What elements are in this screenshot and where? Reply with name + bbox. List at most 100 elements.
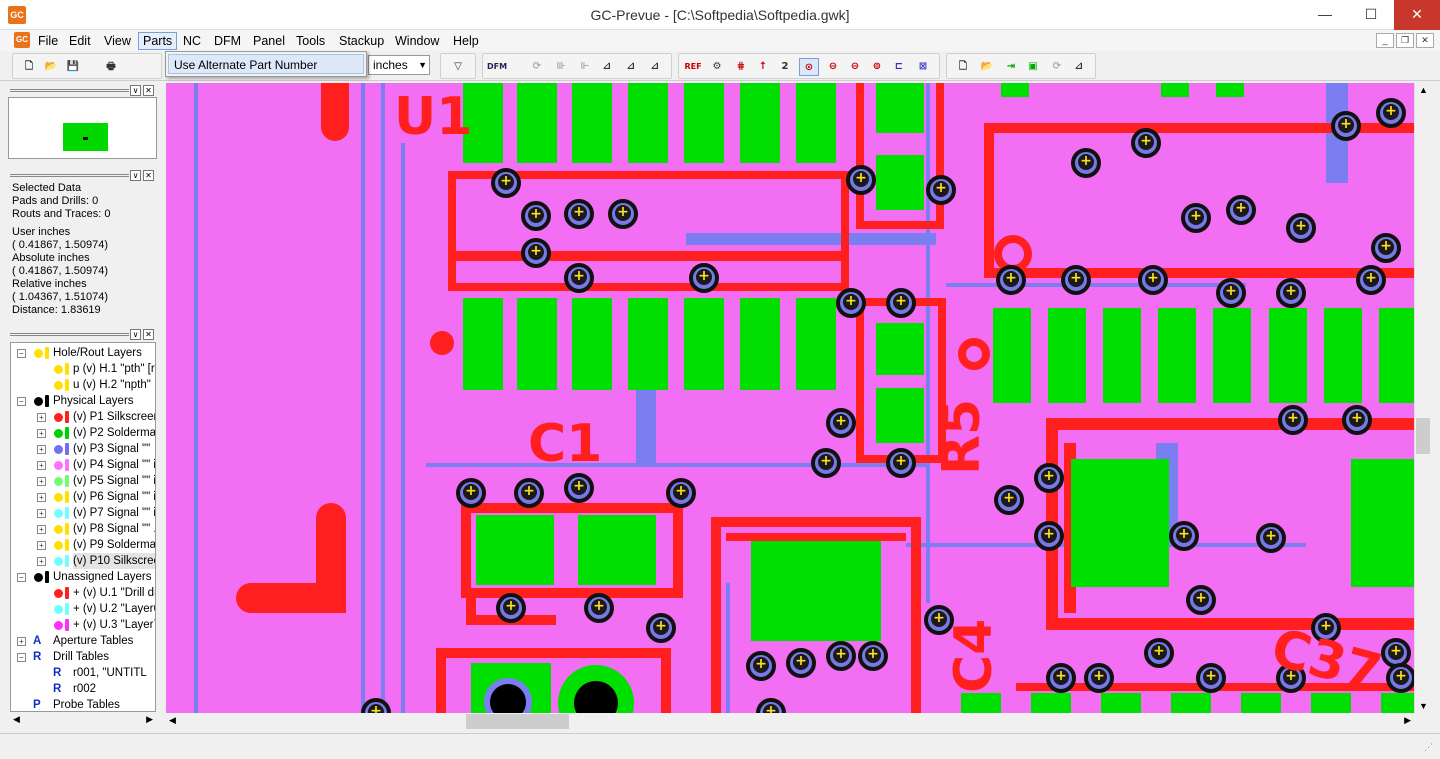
scroll-left-icon[interactable]: ◀ [169,715,176,725]
minimize-button[interactable]: — [1318,6,1332,22]
via[interactable] [1371,233,1401,263]
up-arrow-icon[interactable]: ↑ [758,61,768,72]
via[interactable] [1356,265,1386,295]
pad[interactable] [463,83,503,163]
tree-item[interactable]: +(v) P1 Silkscreen [11,409,155,425]
canvas-vertical-scrollbar[interactable]: ▲ ▼ [1414,83,1431,713]
panel-close-button[interactable]: ✕ [143,85,154,96]
pad-square-icon[interactable]: ⊏ [894,61,904,72]
pad[interactable] [993,308,1031,403]
measure-2-icon[interactable]: ⊿ [626,61,636,72]
pad[interactable] [796,83,836,163]
pad-fill-icon[interactable]: ⊚ [872,61,882,72]
via[interactable] [1046,663,1076,693]
pcb-canvas[interactable]: U1 C1 R5 C4 C37 [166,83,1414,713]
via[interactable] [1144,638,1174,668]
menu-file[interactable]: File [38,34,59,48]
measure-icon[interactable]: ⊿ [602,61,612,72]
via[interactable] [924,605,954,635]
maximize-button[interactable]: ☐ [1364,6,1378,22]
via[interactable] [756,698,786,713]
via[interactable] [826,641,856,671]
via[interactable] [996,265,1026,295]
via[interactable] [1376,98,1406,128]
board-preview-panel[interactable] [8,97,157,159]
pad-mode-icon[interactable]: ⊙ [799,58,819,76]
pad[interactable] [1101,693,1141,713]
via[interactable] [1256,523,1286,553]
new-file-icon[interactable]: 🗋 [24,61,34,72]
pad[interactable] [1048,308,1086,403]
pad[interactable] [517,83,557,163]
tree-item[interactable]: +(v) P8 Signal "" . [11,521,155,537]
pad[interactable] [1213,308,1251,403]
via[interactable] [1278,405,1308,435]
expand-icon[interactable]: + [37,509,46,518]
pad[interactable] [1379,308,1414,403]
pin-icon[interactable]: ⋕ [736,61,746,72]
tree-item[interactable]: +(v) P3 Signal "" [11,441,155,457]
units-select[interactable]: inches ▼ [368,55,430,75]
via[interactable] [456,478,486,508]
save-icon[interactable]: 💾 [66,61,80,72]
menu-tools[interactable]: Tools [296,34,326,48]
expand-icon[interactable]: + [37,461,46,470]
expand-icon[interactable]: + [37,429,46,438]
tree-item[interactable]: +(v) P10 Silkscree [11,553,155,569]
tree-item[interactable]: −Physical Layers [11,393,155,409]
mdi-close-button[interactable]: ✕ [1416,33,1434,48]
expand-icon[interactable]: + [37,541,46,550]
pad[interactable] [1311,693,1351,713]
via[interactable] [1181,203,1211,233]
via[interactable] [496,593,526,623]
print-preview-icon[interactable]: 🖶 [106,61,116,72]
menu-help[interactable]: Help [453,34,479,48]
via[interactable] [994,485,1024,515]
ref-button[interactable]: REF [684,62,702,71]
pad-ring-icon[interactable]: ⊖ [850,61,860,72]
via[interactable] [1311,613,1341,643]
collapse-icon[interactable]: − [17,573,26,582]
tree-item[interactable]: +(v) P6 Signal "" i [11,489,155,505]
panel-import-icon[interactable]: ⇥ [1006,61,1016,72]
via[interactable] [564,263,594,293]
through-hole[interactable] [574,681,618,713]
via[interactable] [846,165,876,195]
via[interactable] [746,651,776,681]
component-icon[interactable]: ⚙ [712,61,722,72]
collapse-icon[interactable]: − [17,397,26,406]
pad[interactable] [463,298,503,390]
via[interactable] [858,641,888,671]
scroll-right-icon[interactable]: ▶ [1404,715,1411,725]
pad[interactable] [961,693,1001,713]
pad[interactable] [1171,693,1211,713]
via[interactable] [666,478,696,508]
expand-icon[interactable]: + [37,445,46,454]
via[interactable] [564,199,594,229]
via[interactable] [1131,128,1161,158]
vertical-scroll-thumb[interactable] [1416,418,1430,454]
panel-measure-icon[interactable]: ⊿ [1074,61,1084,72]
via[interactable] [1276,278,1306,308]
pad[interactable] [517,298,557,390]
pad[interactable] [1001,83,1029,97]
pad[interactable] [876,323,924,375]
expand-icon[interactable]: + [37,413,46,422]
via[interactable] [689,263,719,293]
via[interactable] [1071,148,1101,178]
via[interactable] [1034,463,1064,493]
pad[interactable] [1158,308,1196,403]
dfm-button[interactable]: DFM [487,62,508,71]
via[interactable] [491,168,521,198]
via[interactable] [521,201,551,231]
via[interactable] [1286,213,1316,243]
scroll-right-icon[interactable]: ▶ [146,714,153,724]
expand-icon[interactable]: + [37,557,46,566]
tree-item[interactable]: u (v) H.2 "npth" [11,377,155,393]
menu-nc[interactable]: NC [183,34,202,48]
tree-item[interactable]: +(v) P2 Soldermas [11,425,155,441]
expand-icon[interactable]: + [37,493,46,502]
